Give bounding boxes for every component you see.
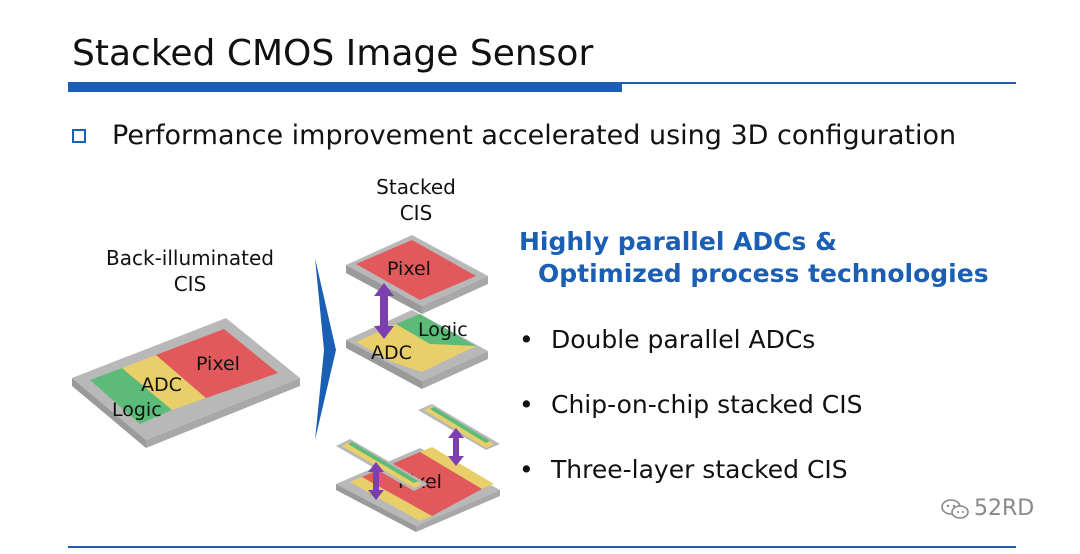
stacked-pixel-block — [356, 240, 476, 300]
base-adc-strip-left — [350, 477, 432, 521]
top-chip-front-edge — [422, 276, 488, 314]
back-illuminated-chip: Pixel ADC Logic — [72, 318, 300, 448]
title-underline — [68, 82, 1016, 84]
stacked-cis-two-layer: Pixel Logic ADC — [346, 235, 488, 389]
transition-arrow-icon — [315, 258, 336, 440]
logic-block — [90, 368, 172, 424]
stacked-label-line2: CIS — [399, 201, 433, 225]
watermark: 52RD — [940, 494, 1034, 524]
bullet-dot-icon: • — [519, 455, 534, 484]
stacked-adc-block-front — [392, 344, 476, 372]
back-illuminated-label-line2: CIS — [173, 272, 207, 296]
stacked-adc-label: ADC — [371, 342, 412, 364]
bullet-text: Three-layer stacked CIS — [551, 455, 848, 484]
stacked-pixel-label: Pixel — [387, 258, 431, 280]
bottom-chip-front-edge — [422, 351, 488, 389]
bullet-dot-icon: • — [519, 325, 534, 354]
stack-bond-arrow-left-icon — [368, 462, 384, 500]
stack-bond-arrow-icon — [374, 283, 394, 339]
page-title: Stacked CMOS Image Sensor — [72, 33, 594, 74]
stacked-adc-block — [356, 324, 430, 362]
bullet-item: • Chip-on-chip stacked CIS — [519, 389, 863, 421]
floating-strip-right-logic — [430, 407, 490, 443]
stacked-logic-block — [396, 314, 476, 346]
back-illuminated-label: Back-illuminated CIS — [90, 245, 290, 297]
logic-label: Logic — [112, 399, 162, 421]
chip-substrate-left-edge — [72, 378, 146, 448]
adc-label: ADC — [141, 374, 182, 396]
subtitle: Performance improvement accelerated usin… — [112, 120, 957, 151]
bullet-text: Double parallel ADCs — [551, 325, 816, 354]
bottom-chip-left-edge — [346, 340, 422, 389]
pixel-block — [156, 329, 278, 398]
wechat-icon — [941, 499, 969, 519]
stacked-cis-three-layer: Pixel — [336, 404, 500, 532]
base-adc-strip-right — [420, 447, 494, 489]
bottom-divider — [68, 546, 1016, 548]
square-bullet-icon — [72, 129, 86, 143]
title-underline-accent — [68, 84, 622, 92]
bullet-dot-icon: • — [519, 390, 534, 419]
stacked-logic-label: Logic — [418, 319, 468, 341]
floating-strip-left-adc — [342, 442, 422, 488]
floating-strip-left-logic — [348, 442, 418, 483]
base-chip-front-edge — [416, 490, 500, 532]
base-chip-left-edge — [336, 484, 416, 532]
bullet-item: • Three-layer stacked CIS — [519, 454, 848, 486]
bullet-text: Chip-on-chip stacked CIS — [551, 390, 863, 419]
chip-substrate-front-edge — [146, 378, 300, 448]
adc-block — [122, 355, 206, 410]
floating-strip-right-adc — [424, 406, 494, 448]
stacked-label: Stacked CIS — [356, 174, 476, 226]
stacked-label-line1: Stacked — [376, 175, 456, 199]
back-illuminated-label-line1: Back-illuminated — [106, 246, 274, 270]
watermark-text: 52RD — [974, 496, 1035, 521]
stack-bond-arrow-right-icon — [448, 428, 464, 466]
highlight-line-1: Highly parallel ADCs & — [519, 227, 837, 256]
highlight-line-2: Optimized process technologies — [538, 259, 989, 288]
pixel-label: Pixel — [196, 353, 240, 375]
bullet-item: • Double parallel ADCs — [519, 324, 815, 356]
